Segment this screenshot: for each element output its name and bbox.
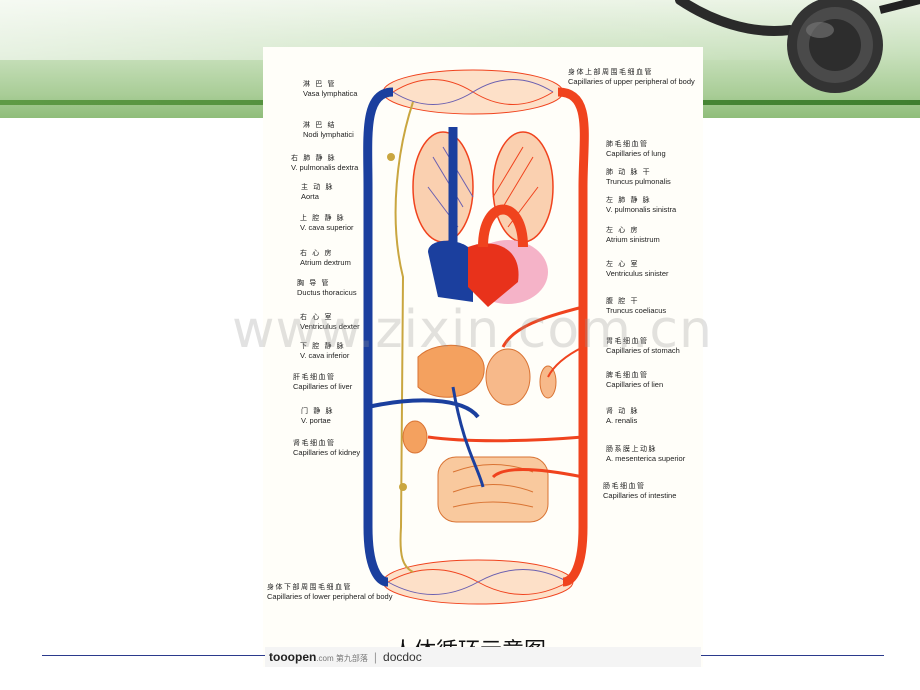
figure-caption: 人体循环示意图: [392, 638, 546, 650]
heart: [428, 127, 548, 307]
stomach: [485, 348, 531, 406]
lymph-duct: [394, 101, 414, 573]
kidney: [402, 420, 428, 454]
intestine: [437, 456, 549, 523]
source-site: docdoc: [383, 650, 422, 664]
upper-capillary-bed: [382, 69, 564, 115]
circulation-diagram: [363, 69, 589, 605]
source-brand-suffix: .com 第九部落: [316, 654, 368, 663]
source-credit-bar: tooopen.com 第九部落 | docdoc: [265, 647, 701, 667]
source-brand: tooopen: [269, 650, 317, 664]
watermark-text: www.zixin.com.cn: [232, 300, 713, 360]
source-separator: |: [373, 650, 378, 664]
spleen: [539, 365, 557, 399]
aorta-loop: [557, 87, 589, 587]
liver: [417, 344, 485, 398]
lower-capillary-bed: [382, 559, 574, 605]
vena-cava-loop: [363, 87, 394, 587]
stethoscope-image: [675, 0, 920, 93]
